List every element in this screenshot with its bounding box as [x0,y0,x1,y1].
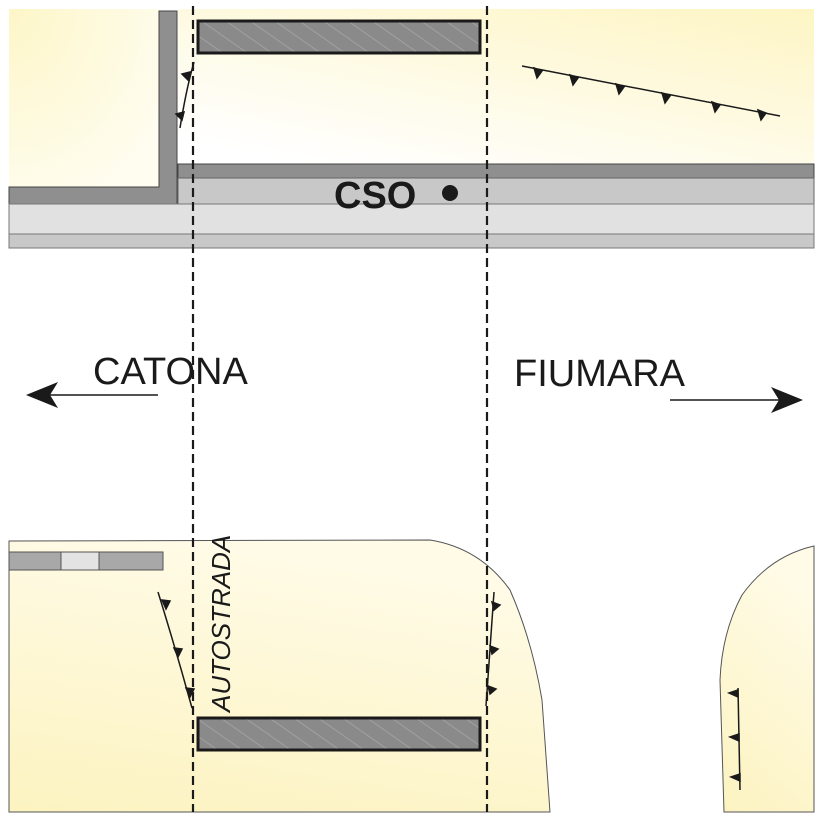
slope-ticks-bottom-center [485,591,502,707]
small-road-seg-3 [98,551,164,571]
slope-ticks-bottom-left [157,591,196,709]
slope-ticks-top-left [174,61,195,129]
catona-label: CATONA [93,351,248,393]
pier-bottom [196,716,482,752]
small-road-seg-1 [8,551,62,571]
arrow-right-fiumara [670,387,803,413]
small-road-seg-2 [60,551,100,571]
cso-label: CSO [334,175,416,217]
autostrada-label: AUTOSTRADA [206,535,236,714]
road-strip-light [8,203,815,235]
land-top-left [9,9,161,187]
slope-ticks-bottom-right [726,687,741,791]
arrow-left-catona [26,382,158,408]
road-strip-upper [177,163,815,179]
road-strip-bottom [8,233,815,249]
pier-top [196,19,482,55]
slope-ticks-top-right [521,65,781,122]
land-bottom-left [8,539,551,813]
fiumara-label: FIUMARA [514,353,686,395]
land-bottom-right [719,545,815,813]
cso-point-marker [442,185,458,201]
road-strip-mid [177,177,815,205]
